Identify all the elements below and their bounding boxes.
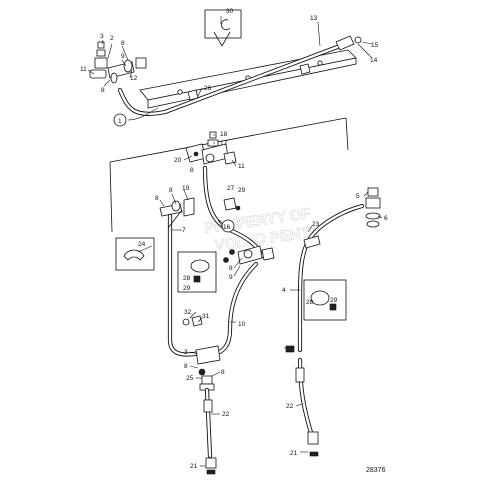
- callout-circle-1: [113, 113, 127, 127]
- clamp-27: [223, 197, 241, 211]
- callout-box-28-right: [303, 279, 347, 321]
- label-20: 20: [174, 157, 182, 164]
- label-5: 5: [356, 193, 360, 200]
- label-8-c: 8: [190, 167, 194, 174]
- label-2: 2: [110, 35, 114, 42]
- label-8-b: 8: [101, 87, 105, 94]
- label-3-b: 3: [184, 349, 188, 356]
- label-18: 18: [220, 131, 228, 138]
- label-8-g: 8: [184, 363, 188, 370]
- label-16: 16: [223, 224, 231, 231]
- label-8-d: 8: [169, 187, 173, 194]
- label-11: 11: [80, 66, 87, 73]
- label-29-b: 29: [183, 285, 191, 292]
- label-10: 10: [238, 321, 246, 328]
- hose-7: [167, 209, 211, 357]
- label-15: 15: [371, 42, 379, 49]
- label-27: 27: [227, 185, 235, 192]
- label-32: 32: [184, 309, 192, 316]
- frame-outline: [109, 117, 349, 233]
- label-24: 24: [138, 241, 146, 248]
- hose-4: [297, 203, 365, 353]
- hose-22-left: [203, 387, 217, 475]
- label-30: 30: [226, 8, 234, 15]
- label-7: 7: [182, 227, 186, 234]
- hose-10: [209, 261, 259, 358]
- callout-box-24: [115, 237, 155, 271]
- callout-circle-16: [221, 219, 235, 233]
- label-12: 12: [130, 75, 138, 82]
- fitting-19: [159, 197, 195, 217]
- label-28-b: 28: [306, 299, 314, 306]
- label-29: 29: [238, 187, 246, 194]
- label-25: 25: [186, 375, 194, 382]
- upper-hose: [117, 35, 362, 117]
- label-8-h: 8: [221, 369, 225, 376]
- callout-box-28-middle: [177, 251, 217, 293]
- label-21-b: 21: [290, 450, 298, 457]
- label-17: 17: [220, 140, 228, 147]
- label-3: 3: [100, 33, 104, 40]
- label-23: 23: [312, 221, 320, 228]
- fitting-5-6: [365, 187, 381, 228]
- middle-fitting-block: [185, 131, 237, 165]
- upper-fitting-cluster: [89, 41, 147, 84]
- label-31: 31: [202, 313, 210, 320]
- label-8: 8: [121, 40, 125, 47]
- label-14: 14: [370, 57, 378, 64]
- label-9-b: 9: [229, 274, 233, 281]
- label-1: 1: [118, 118, 122, 125]
- label-11-b: 11: [238, 163, 245, 170]
- label-26: 26: [204, 85, 212, 92]
- label-8-f: 8: [229, 265, 233, 272]
- callout-box-30: [204, 9, 242, 47]
- lower-left-assembly: [182, 315, 221, 391]
- label-19: 19: [182, 185, 190, 192]
- label-28: 28: [183, 275, 191, 282]
- part-labels: 30 13 15 14 3 2 8 9 11 12 8 26 1 18 17 2…: [80, 8, 388, 470]
- label-22: 22: [222, 411, 230, 418]
- label-6: 6: [384, 215, 388, 222]
- fitting-cluster-9: [223, 245, 275, 265]
- label-4: 4: [282, 287, 286, 294]
- label-29-c: 29: [330, 297, 338, 304]
- hose-22-right: [285, 345, 319, 457]
- label-9: 9: [121, 53, 125, 60]
- label-22-b: 22: [286, 403, 294, 410]
- label-13: 13: [310, 15, 318, 22]
- watermark: PROPERTY OF VOLVO PENTA: [203, 205, 321, 255]
- leader-lines: [87, 16, 383, 467]
- label-8-e: 8: [155, 195, 159, 202]
- reference-number: 28376: [366, 467, 386, 474]
- label-21: 21: [190, 463, 198, 470]
